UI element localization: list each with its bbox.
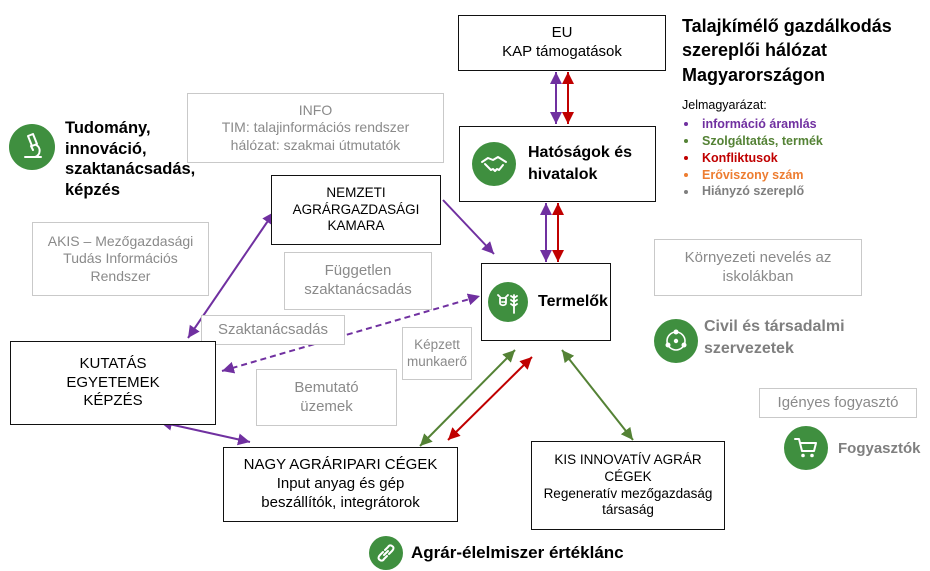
- title-line-1: Talajkímélő gazdálkodás: [682, 16, 892, 36]
- node-kutatas-line-2: EGYETEMEK: [66, 373, 160, 391]
- node-kis-line-4: társaság: [602, 502, 654, 518]
- legend-item-missing: Hiányzó szereplő: [682, 183, 823, 200]
- legend-item-conflict: Konfliktusok: [682, 150, 823, 167]
- side-civil: Civil és társadalmi szervezetek: [704, 316, 845, 361]
- missing-bemutato-line-1: Bemutató: [294, 378, 359, 396]
- legend-dot: [684, 172, 688, 177]
- node-kis-line-3: Regeneratív mezőgazdaság: [543, 485, 713, 501]
- chain-link-icon: [369, 536, 403, 570]
- node-kis-line-2: CÉGEK: [604, 468, 652, 484]
- legend-item-power: Erőviszony szám: [682, 167, 823, 184]
- missing-akis-line-2: Tudás Információs: [63, 250, 178, 267]
- missing-fuggetlen: Független szaktanácsadás: [284, 252, 432, 310]
- node-nak-line-1: NEMZETI: [326, 184, 386, 200]
- missing-kornyezeti-line-1: Környezeti nevelés az: [684, 248, 832, 266]
- node-termelok: Termelők: [481, 263, 611, 341]
- missing-fuggetlen-line-2: szaktanácsadás: [304, 281, 412, 298]
- side-tudomany-line-2: innováció,: [65, 139, 147, 158]
- title-line-3: Magyarországon: [682, 64, 826, 85]
- missing-info-line-3: hálózat: szakmai útmutatók: [230, 136, 401, 153]
- missing-bemutato: Bemutató üzemek: [256, 369, 397, 426]
- missing-fuggetlen-line-1: Független: [324, 262, 392, 280]
- node-kutatas: KUTATÁS EGYETEMEK KÉPZÉS: [10, 341, 216, 425]
- legend-dot: [684, 122, 688, 127]
- node-nak: NEMZETI AGRÁRGAZDASÁGI KAMARA: [271, 175, 441, 245]
- node-nagy: NAGY AGRÁRIPARI CÉGEK Input anyag és gép…: [223, 447, 458, 522]
- handshake-icon: [472, 142, 516, 186]
- node-kis-line-1: KIS INNOVATÍV AGRÁR: [554, 451, 702, 467]
- node-nak-line-3: KAMARA: [327, 218, 385, 234]
- arrow-kutatas-termelok-dashed: [221, 293, 481, 374]
- missing-kornyezeti: Környezeti nevelés az iskolákban: [654, 239, 862, 296]
- node-hatosagok-line-2: hivatalok: [528, 166, 598, 183]
- missing-akis-line-3: Rendszer: [90, 267, 151, 284]
- node-hatosagok-label: Hatóságok és hivatalok: [528, 142, 632, 185]
- page-title: Talajkímélő gazdálkodás szereplői hálóza…: [682, 14, 892, 87]
- legend-label: Hiányzó szereplő: [702, 184, 805, 199]
- missing-akis-line-1: AKIS – Mezőgazdasági: [47, 232, 194, 249]
- title-line-2: szereplői hálózat: [682, 40, 828, 61]
- side-civil-line-1: Civil és társadalmi: [704, 318, 845, 335]
- missing-szaktanacsadas-label: Szaktanácsadás: [217, 320, 329, 338]
- arrow-kutatas-nagy-info: [159, 418, 251, 446]
- legend: Jelmagyarázat: információ áramlás Szolgá…: [682, 97, 823, 200]
- legend-label: Erőviszony szám: [702, 167, 804, 182]
- arrow-nagy-termelok-conflict: [447, 356, 533, 441]
- side-tudomany-line-3: szaktanácsadás,: [65, 160, 196, 179]
- side-fogyasztok: Fogyasztók: [838, 440, 921, 457]
- node-nagy-line-2: Input anyag és gép: [276, 475, 405, 493]
- legend-dot: [684, 189, 688, 194]
- missing-akis: AKIS – Mezőgazdasági Tudás Információs R…: [32, 222, 209, 296]
- side-tudomany-line-4: képzés: [65, 180, 121, 199]
- node-nagy-line-3: beszállítók, integrátorok: [261, 493, 420, 511]
- missing-kepzett-line-2: munkaerő: [406, 353, 468, 369]
- missing-igenyes: Igényes fogyasztó: [759, 388, 917, 418]
- shopping-cart-icon: [784, 426, 828, 470]
- legend-dot: [684, 139, 688, 144]
- legend-label: információ áramlás: [702, 116, 817, 131]
- node-kutatas-line-1: KUTATÁS: [79, 354, 147, 372]
- node-termelok-label: Termelők: [538, 293, 608, 310]
- missing-igenyes-label: Igényes fogyasztó: [777, 393, 899, 411]
- side-tudomany-line-1: Tudomány,: [65, 119, 151, 137]
- missing-info: INFO TIM: talajinformációs rendszer háló…: [187, 93, 444, 163]
- node-kis: KIS INNOVATÍV AGRÁR CÉGEK Regeneratív me…: [531, 441, 725, 530]
- node-eu: EU KAP támogatások: [458, 15, 666, 71]
- missing-szaktanacsadas: Szaktanácsadás: [201, 315, 345, 345]
- node-nak-line-2: AGRÁRGAZDASÁGI: [292, 201, 420, 217]
- node-kutatas-line-3: KÉPZÉS: [83, 392, 143, 410]
- legend-heading: Jelmagyarázat:: [682, 98, 767, 112]
- arrow-nak-termelok-info: [442, 199, 495, 255]
- people-network-icon: [654, 319, 698, 363]
- missing-bemutato-line-2: üzemek: [300, 397, 353, 415]
- missing-info-line-1: INFO: [298, 101, 333, 118]
- side-civil-line-2: szervezetek: [704, 340, 794, 358]
- missing-kornyezeti-line-2: iskolákban: [722, 267, 794, 285]
- node-hatosagok-line-1: Hatóságok és: [528, 144, 633, 162]
- legend-item-info: információ áramlás: [682, 116, 823, 133]
- side-tudomany: Tudomány, innováció, szaktanácsadás, kép…: [65, 118, 195, 201]
- legend-label: Konfliktusok: [702, 150, 778, 165]
- missing-info-line-2: TIM: talajinformációs rendszer: [221, 119, 410, 136]
- microscope-icon: [9, 124, 55, 170]
- missing-kepzett-line-1: Képzett: [414, 336, 460, 352]
- legend-item-service: Szolgáltatás, termék: [682, 133, 823, 150]
- node-nagy-line-1: NAGY AGRÁRIPARI CÉGEK: [243, 456, 438, 474]
- side-agrar: Agrár-élelmiszer értéklánc: [411, 543, 624, 562]
- arrow-kis-termelok-service: [561, 349, 634, 441]
- node-hatosagok: Hatóságok és hivatalok: [459, 126, 656, 202]
- legend-label: Szolgáltatás, termék: [702, 133, 823, 148]
- missing-kepzett: Képzett munkaerő: [402, 327, 472, 380]
- node-eu-line-2: KAP támogatások: [502, 43, 622, 60]
- node-eu-line-1: EU: [551, 24, 573, 42]
- legend-dot: [684, 156, 688, 161]
- cow-wheat-icon: [488, 282, 528, 322]
